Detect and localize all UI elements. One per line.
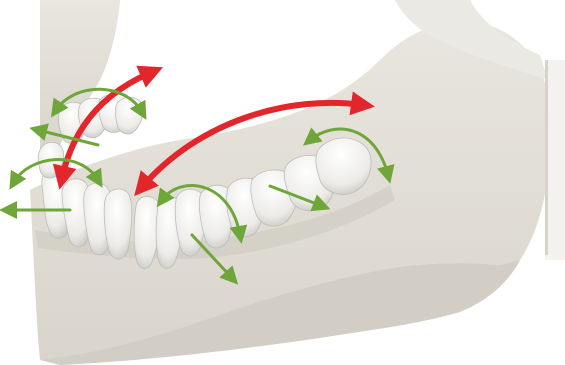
tooth [104, 189, 132, 259]
tooth [316, 138, 371, 194]
